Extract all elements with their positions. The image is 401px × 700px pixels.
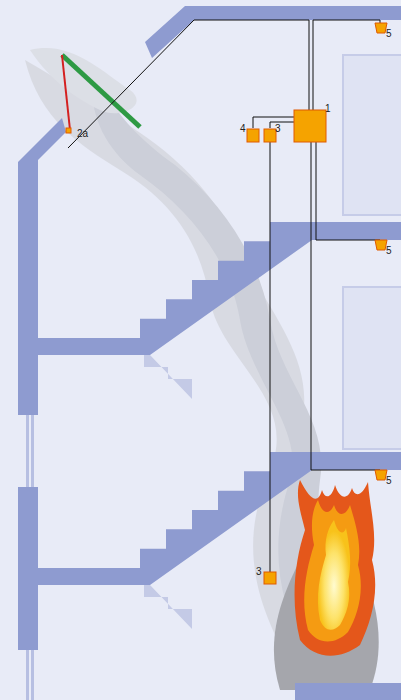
callout-number: 5 — [385, 475, 393, 486]
callout-number: 3 — [255, 566, 263, 577]
vent-flap — [62, 55, 140, 127]
door — [343, 287, 401, 449]
callout-number: 4 — [239, 123, 247, 134]
fire — [295, 480, 376, 656]
wires — [68, 20, 380, 572]
stairs — [38, 222, 401, 585]
callout-number: 5 — [385, 28, 393, 39]
callout-number: 1 — [324, 103, 332, 114]
callout-number: 5 — [385, 245, 393, 256]
callout-number: 3 — [274, 123, 282, 134]
flap-actuator — [62, 55, 70, 130]
back-stairs — [120, 355, 192, 629]
back-flight — [120, 585, 192, 629]
stair-flight — [38, 222, 401, 355]
back-flight — [120, 355, 192, 399]
walls — [18, 6, 401, 700]
callout-number: 2a — [76, 128, 89, 139]
devices — [66, 23, 387, 584]
stair-flight — [38, 452, 401, 585]
door — [343, 55, 401, 215]
smoke — [25, 48, 379, 690]
